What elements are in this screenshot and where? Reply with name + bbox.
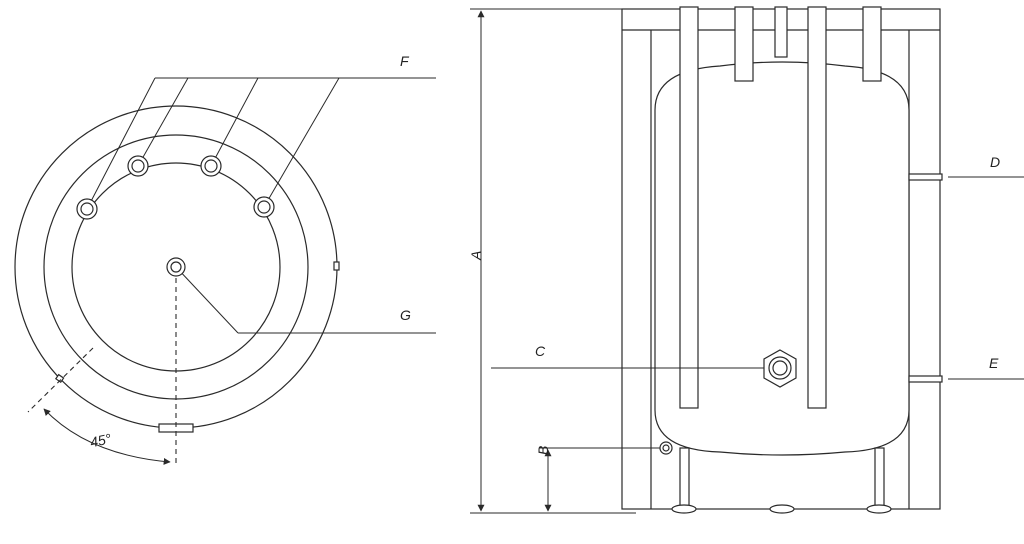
connection-2-outer [127, 155, 149, 177]
label-f: F [400, 53, 410, 69]
connection-1-inner [80, 202, 94, 216]
pipe-2 [734, 6, 754, 82]
angle-label: 45° [89, 430, 113, 450]
pipe-4 [807, 6, 827, 409]
side-view: A B C D E [468, 6, 1024, 514]
leg-right [874, 447, 885, 507]
connection-3-outer [200, 155, 222, 177]
center-connection-outer [166, 257, 186, 277]
socket-e [908, 375, 943, 383]
socket-d [908, 173, 943, 181]
foot-right [866, 504, 892, 514]
connection-4-outer [253, 196, 275, 218]
foot-center [769, 504, 795, 514]
label-e: E [989, 355, 999, 371]
connection-2-inner [131, 159, 145, 173]
hex-fitting-inner [772, 360, 788, 376]
connection-3-inner [204, 159, 218, 173]
label-c: C [535, 343, 546, 359]
connection-4-inner [257, 200, 271, 214]
label-d: D [990, 154, 1000, 170]
side-boss-lower [54, 373, 65, 384]
hex-fitting-ring [768, 356, 792, 380]
label-b: B [535, 446, 551, 455]
top-view: F G 45° [14, 53, 436, 466]
side-boss [333, 261, 340, 271]
label-g: G [400, 307, 411, 323]
leader-g [175, 266, 239, 334]
foot-left [671, 504, 697, 514]
pipe-5 [862, 6, 882, 82]
drain-valve-inner [662, 444, 670, 452]
center-connection-inner [170, 261, 182, 273]
label-a: A [468, 251, 484, 261]
tank-body [654, 61, 910, 456]
leg-left [679, 447, 690, 507]
connection-1-outer [76, 198, 98, 220]
angle-arc [43, 408, 171, 465]
leader-f-group [86, 77, 436, 210]
diagonal-axis-dashed [27, 347, 94, 413]
pipe-1 [679, 6, 699, 409]
hex-fitting [763, 349, 797, 388]
drain-valve-outer [659, 441, 673, 455]
pipe-3 [774, 6, 788, 58]
